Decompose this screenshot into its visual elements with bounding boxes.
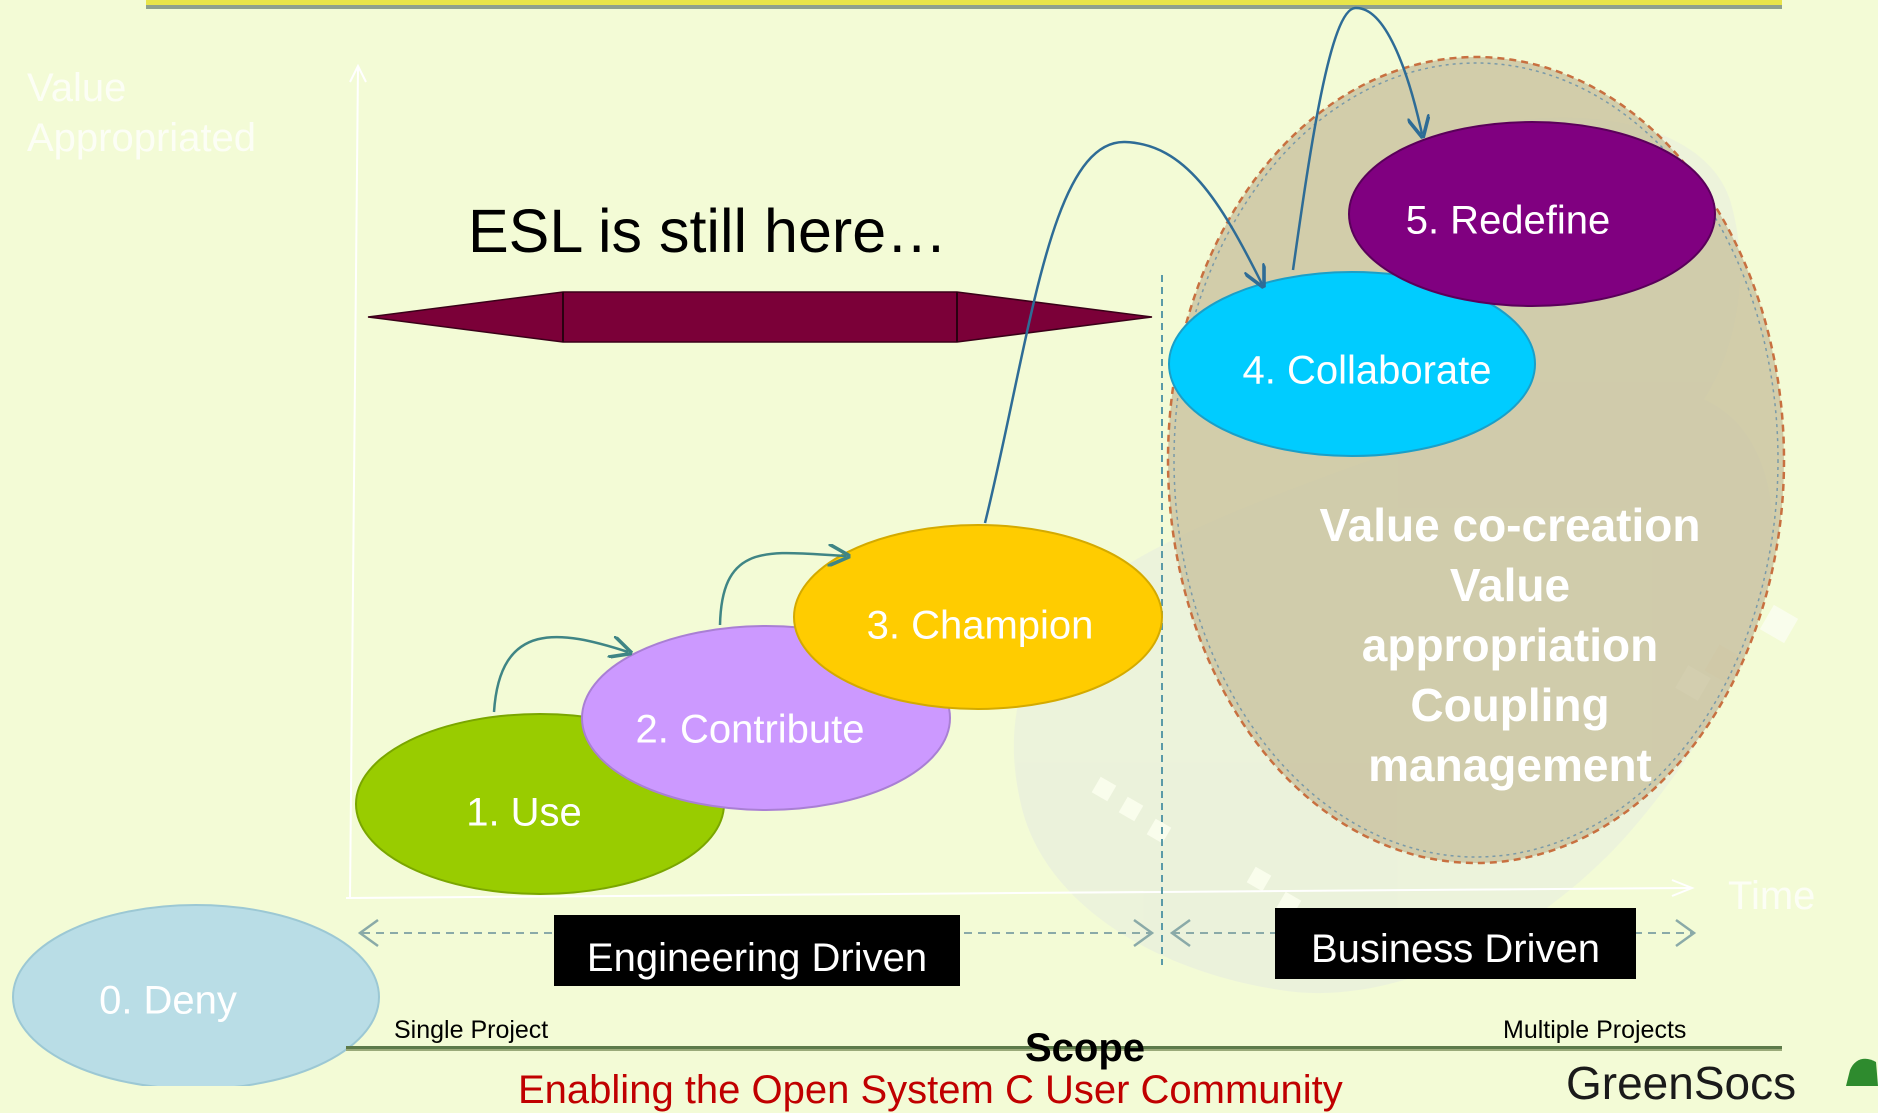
esl-banner-arrow xyxy=(367,291,1153,343)
stage-ellipse-collaborate xyxy=(1168,271,1536,457)
stage-label-contribute: 2. Contribute xyxy=(635,707,865,752)
footer-subtitle: Enabling the Open System C User Communit… xyxy=(518,1068,1343,1112)
stage-label-redefine: 5. Redefine xyxy=(1405,198,1611,243)
business-driven-box: Business Driven xyxy=(1275,908,1636,979)
greensocs-logo-text: GreenSocs xyxy=(1566,1057,1797,1109)
scope-right-label: Multiple Projects xyxy=(1503,1016,1687,1044)
stage-label-collaborate: 4. Collaborate xyxy=(1242,348,1492,393)
business-text-line-1: Value co-creation xyxy=(1319,499,1701,551)
arrow-contribute-to-champion xyxy=(718,553,846,626)
stage-ellipse-deny xyxy=(12,904,380,1086)
business-text-line-5: management xyxy=(1368,739,1652,791)
greensocs-logo-mark xyxy=(1846,1058,1878,1086)
stage-ellipse-redefine xyxy=(1348,121,1716,307)
engineering-driven-label: Engineering Driven xyxy=(586,936,928,980)
banner-title: ESL is still here… xyxy=(468,197,948,265)
y-axis-label-appropriated: Appropriated xyxy=(27,116,257,160)
slide: Value Appropriated Time ESL is still her… xyxy=(12,0,1878,1112)
business-phase-description: Value co-creation Value appropriation Co… xyxy=(1275,495,1745,795)
business-driven-label: Business Driven xyxy=(1310,927,1600,971)
top-rule xyxy=(146,0,1782,9)
bottom-rule xyxy=(346,1046,1782,1051)
x-axis-label-time: Time xyxy=(1728,874,1816,918)
stage-label-deny: 0. Deny xyxy=(99,978,237,1023)
stage-label-champion: 3. Champion xyxy=(866,603,1094,648)
engineering-driven-box: Engineering Driven xyxy=(554,915,960,986)
business-text-line-4: Coupling xyxy=(1410,679,1610,731)
arrow-collaborate-to-redefine xyxy=(1291,6,1422,271)
business-text-line-2: Value xyxy=(1449,559,1571,611)
business-text-line-3: appropriation xyxy=(1361,619,1659,671)
stage-label-use: 1. Use xyxy=(466,790,582,835)
y-axis-label-value: Value xyxy=(27,66,127,110)
scope-left-label: Single Project xyxy=(394,1016,549,1044)
scope-axis-label: Scope xyxy=(1025,1026,1146,1070)
arrow-use-to-contribute xyxy=(492,637,628,713)
y-axis xyxy=(349,63,367,899)
x-axis xyxy=(345,879,1695,899)
business-phase-ellipse-inner xyxy=(1173,62,1779,858)
arrow-champion-to-collaborate xyxy=(983,140,1262,524)
stage-ellipse-champion xyxy=(793,524,1163,710)
